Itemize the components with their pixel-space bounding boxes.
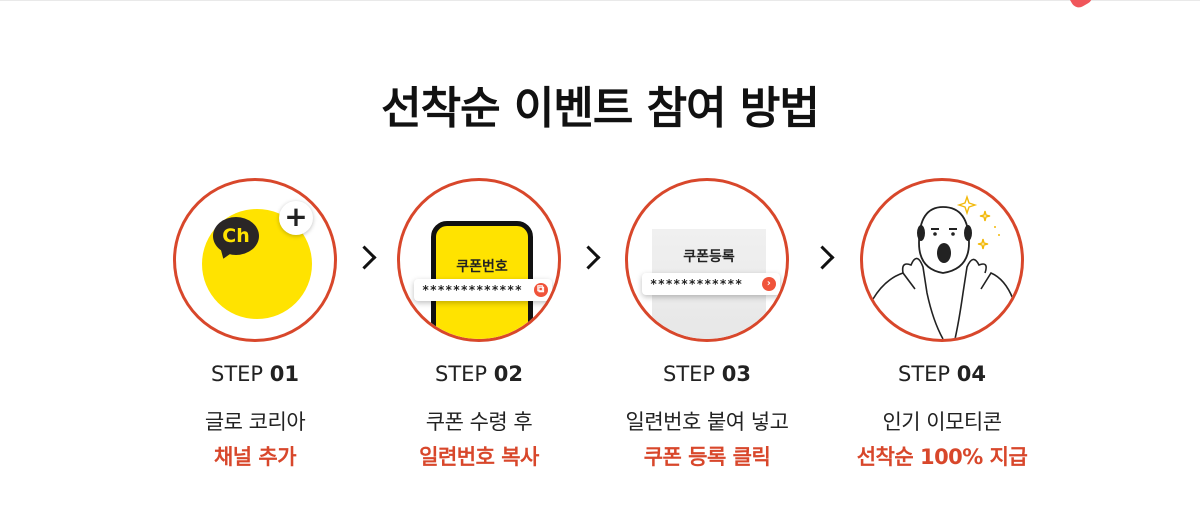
step-description: 글로 코리아 — [204, 410, 306, 434]
step-description: 일련번호 붙여 넣고 — [625, 410, 789, 434]
step-number: 02 — [493, 362, 523, 386]
panel-title: 쿠폰등록 — [683, 249, 735, 265]
step-number: 04 — [956, 362, 986, 386]
step-number: 01 — [269, 362, 299, 386]
coupon-code-bar: ************ › — [642, 273, 780, 295]
step-3: 쿠폰등록 ************ › STEP 03 일련번호 붙여 넣고 쿠… — [607, 178, 807, 471]
step-word: STEP — [662, 362, 716, 386]
step-1-circle: Ch + — [173, 178, 337, 342]
page-title: 선착순 이벤트 참여 방법 — [381, 83, 820, 134]
chevron-right-icon — [810, 245, 835, 270]
step-label: STEP 04 — [842, 362, 1042, 386]
step-highlight: 선착순 100% 지급 — [856, 445, 1028, 469]
chevron-right-icon — [576, 245, 601, 270]
top-divider — [0, 0, 1200, 1]
plus-icon: + — [279, 201, 313, 235]
step-description: 쿠폰 수령 후 — [425, 410, 533, 434]
chevron-right-icon — [352, 245, 377, 270]
phone-title: 쿠폰번호 — [456, 259, 508, 275]
step-2-circle: 쿠폰번호 ************* ⧉ — [397, 178, 561, 342]
step-label: STEP 02 — [379, 362, 579, 386]
coupon-code: ************* — [422, 283, 523, 297]
coupon-code: ************ — [650, 277, 743, 291]
step-number: 03 — [721, 362, 751, 386]
step-description: 인기 이모티콘 — [882, 410, 1002, 434]
step-4: STEP 04 인기 이모티콘 선착순 100% 지급 — [842, 178, 1042, 471]
step-highlight: 채널 추가 — [213, 445, 297, 469]
corner-decoration — [1066, 0, 1096, 11]
step-1: Ch + STEP 01 글로 코리아 채널 추가 — [155, 178, 355, 471]
copy-icon: ⧉ — [534, 283, 548, 297]
step-highlight: 일련번호 복사 — [419, 445, 539, 469]
step-highlight: 쿠폰 등록 클릭 — [643, 445, 771, 469]
step-2: 쿠폰번호 ************* ⧉ STEP 02 쿠폰 수령 후 일련번… — [379, 178, 579, 471]
channel-badge: Ch — [213, 217, 259, 255]
coupon-code-bar: ************* ⧉ — [414, 279, 552, 301]
step-word: STEP — [210, 362, 264, 386]
step-word: STEP — [434, 362, 488, 386]
excited-character-icon — [872, 194, 1014, 339]
step-label: STEP 01 — [155, 362, 355, 386]
step-label: STEP 03 — [607, 362, 807, 386]
step-3-circle: 쿠폰등록 ************ › — [625, 178, 789, 342]
step-word: STEP — [897, 362, 951, 386]
submit-arrow-icon: › — [762, 277, 776, 291]
step-4-circle — [860, 178, 1024, 342]
